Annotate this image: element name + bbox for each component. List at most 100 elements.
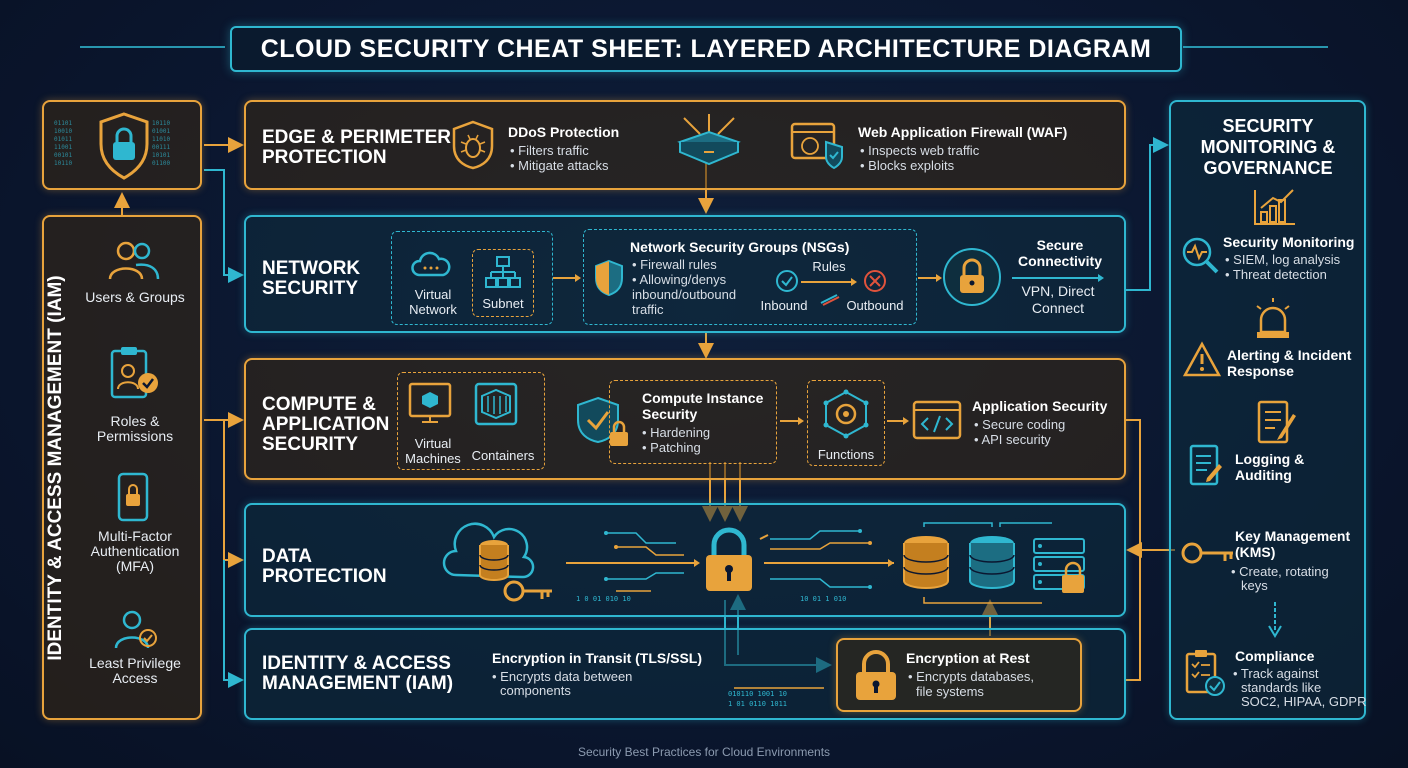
waf-bullet-1: • Inspects web traffic bbox=[860, 143, 980, 158]
gov-alerting-title: Alerting & Incident Response bbox=[1227, 347, 1352, 379]
waf-browser-icon bbox=[790, 122, 843, 170]
transfer-arrows-icon bbox=[820, 294, 840, 306]
user-check-icon bbox=[114, 610, 157, 649]
least-privilege-label: Least Privilege Access bbox=[89, 655, 181, 686]
nsg-bullet-2: • Allowing/denys inbound/outbound traffi… bbox=[632, 272, 737, 317]
gov-monitoring-bullet-1: • SIEM, log analysis bbox=[1225, 252, 1341, 267]
arrow-to-nsg bbox=[553, 274, 581, 282]
vm-monitor-icon bbox=[408, 382, 452, 423]
vm-containers-box bbox=[397, 372, 545, 470]
gov-compliance-bullet-1: • Track against bbox=[1233, 666, 1319, 681]
title-deco-right bbox=[1183, 46, 1328, 48]
svg-text:010110 1001 10: 010110 1001 10 bbox=[728, 690, 787, 698]
roles-permissions-label: Roles & Permissions bbox=[96, 413, 174, 444]
nsg-title: Network Security Groups (NSGs) bbox=[630, 239, 850, 255]
appsec-title: Application Security bbox=[972, 398, 1108, 414]
gov-compliance-title: Compliance bbox=[1235, 648, 1315, 664]
gov-compliance-bullet-3: SOC2, HIPAA, GDPR bbox=[1241, 694, 1367, 709]
governance-sidebar: SECURITY MONITORING & GOVERNANCE Securit… bbox=[1169, 100, 1366, 720]
cloud-network-icon bbox=[411, 251, 451, 277]
iam-layer-title: IDENTITY & ACCESS MANAGEMENT (IAM) bbox=[262, 653, 454, 694]
log-file-icon bbox=[1189, 444, 1222, 486]
nsg-box bbox=[583, 229, 917, 325]
page-title: CLOUD SECURITY CHEAT SHEET: LAYERED ARCH… bbox=[230, 26, 1182, 72]
functions-box bbox=[807, 380, 885, 466]
data-layer-title: DATA PROTECTION bbox=[262, 546, 387, 587]
instance-bullet-2: • Patching bbox=[642, 440, 701, 455]
rules-label: Rules bbox=[812, 259, 846, 274]
functions-label: Functions bbox=[817, 447, 875, 462]
governance-title: SECURITY MONITORING & GOVERNANCE bbox=[1200, 116, 1336, 178]
iam-sidebar: IDENTITY & ACCESS MANAGEMENT (IAM) Users… bbox=[42, 215, 202, 720]
footer-text: Security Best Practices for Cloud Enviro… bbox=[577, 745, 831, 759]
rest-lock-icon bbox=[856, 650, 896, 700]
iam-layer: IDENTITY & ACCESS MANAGEMENT (IAM) Encry… bbox=[244, 628, 1126, 720]
nsg-bullet-1: • Firewall rules bbox=[632, 257, 717, 272]
ddos-bullet-2: • Mitigate attacks bbox=[510, 158, 609, 173]
svg-text:10 01 1 010: 10 01 1 010 bbox=[800, 595, 846, 603]
secure-lock-icon bbox=[943, 248, 1001, 306]
ddos-title: DDoS Protection bbox=[508, 124, 620, 140]
transit-bullet-2: components bbox=[500, 683, 571, 698]
gov-monitoring-bullet-2: • Threat detection bbox=[1225, 267, 1327, 282]
gov-kms-bullet-2: keys bbox=[1241, 578, 1268, 593]
secure-arrow-icon bbox=[1012, 274, 1104, 282]
edge-layer-title: EDGE & PERIMETER PROTECTION bbox=[262, 127, 451, 168]
title-deco-left bbox=[80, 46, 225, 48]
siren-icon bbox=[1256, 298, 1290, 338]
rest-bullet-1: • Encrypts databases, bbox=[908, 669, 1034, 684]
arrow-to-secure bbox=[918, 274, 942, 282]
warning-triangle-icon bbox=[1182, 341, 1222, 377]
gov-kms-title: Key Management (KMS) bbox=[1235, 528, 1351, 560]
outbound-x-icon bbox=[864, 270, 886, 292]
gov-compliance-bullet-2: standards like bbox=[1241, 680, 1322, 695]
iam-sidebar-vertical-title: IDENTITY & ACCESS MANAGEMENT (IAM) bbox=[45, 275, 66, 661]
ddos-bullet-1: • Filters traffic bbox=[510, 143, 589, 158]
vm-label: Virtual Machines bbox=[405, 436, 461, 466]
nsg-shield-icon bbox=[595, 259, 623, 297]
appsec-bullet-2: • API security bbox=[974, 432, 1051, 447]
bar-chart-icon bbox=[1254, 189, 1295, 225]
firewall-funnel-icon bbox=[677, 114, 741, 166]
transit-bullet-1: • Encrypts data between bbox=[492, 669, 633, 684]
down-arrow-icon bbox=[1268, 602, 1282, 638]
compute-layer: COMPUTE & APPLICATION SECURITY Virtual M… bbox=[244, 358, 1126, 480]
subnet-tree-icon bbox=[485, 256, 521, 288]
bug-shield-icon bbox=[452, 120, 494, 170]
rest-bullet-2: file systems bbox=[916, 684, 984, 699]
subnet-box bbox=[472, 249, 534, 317]
code-window-icon bbox=[912, 400, 962, 440]
arrow-to-appsec bbox=[887, 417, 909, 425]
gov-kms-bullet-1: • Create, rotating bbox=[1231, 564, 1329, 579]
data-central-lock-icon bbox=[706, 527, 752, 591]
mfa-label: Multi-Factor Authentication (MFA) bbox=[90, 528, 180, 574]
arrow-to-functions bbox=[780, 417, 804, 425]
subnet-label: Subnet bbox=[482, 296, 524, 311]
inbound-label: Inbound bbox=[760, 298, 808, 313]
edge-layer: EDGE & PERIMETER PROTECTION DDoS Protect… bbox=[244, 100, 1126, 190]
database-cluster-icon bbox=[903, 522, 1085, 604]
monitoring-magnifier-icon bbox=[1182, 237, 1219, 274]
cloud-database-key-icon bbox=[442, 522, 552, 602]
instance-bullet-1: • Hardening bbox=[642, 425, 711, 440]
users-groups-label: Users & Groups bbox=[85, 289, 185, 305]
shield-lock-icon bbox=[99, 112, 149, 180]
transit-title: Encryption in Transit (TLS/SSL) bbox=[492, 650, 703, 666]
instance-title: Compute Instance Security bbox=[642, 390, 764, 422]
vnet-box bbox=[391, 231, 553, 325]
waf-bullet-2: • Blocks exploits bbox=[860, 158, 955, 173]
document-pen-icon bbox=[1257, 400, 1296, 444]
svg-text:1 01 0110 1011: 1 01 0110 1011 bbox=[728, 700, 787, 708]
instance-shield-lock-icon bbox=[577, 396, 628, 446]
svg-text:1 0 01 010 10: 1 0 01 010 10 bbox=[576, 595, 631, 603]
data-layer: DATA PROTECTION 1 0 01 010 10 10 01 1 01… bbox=[244, 503, 1126, 617]
phone-lock-icon bbox=[117, 472, 149, 522]
rules-arrow-icon bbox=[801, 278, 857, 286]
gov-logging-title: Logging & Auditing bbox=[1235, 451, 1305, 483]
appsec-bullet-1: • Secure coding bbox=[974, 417, 1066, 432]
inbound-check-icon bbox=[776, 270, 798, 292]
rest-box: Encryption at Rest • Encrypts databases,… bbox=[836, 638, 1082, 712]
users-icon bbox=[108, 241, 160, 280]
